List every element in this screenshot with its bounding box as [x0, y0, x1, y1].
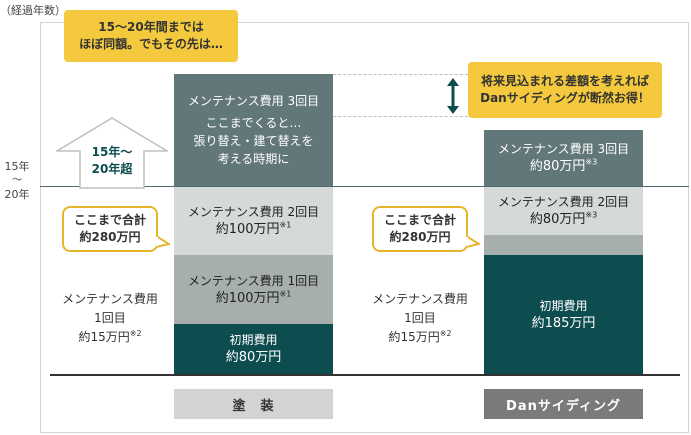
dan-column-label: Danサイディング: [484, 389, 643, 419]
dan-maintenance-2: メンテナンス費用 2回目 約80万円※3: [484, 187, 643, 235]
dan-m3-value: 約80万円: [529, 159, 586, 174]
up-arrow-icon: [56, 117, 168, 189]
paint-side-line1: メンテナンス費用: [62, 292, 158, 306]
paint-m2-title: メンテナンス費用 2回目: [187, 205, 320, 219]
paint-maintenance-2: メンテナンス費用 2回目 約100万円※1: [174, 187, 333, 255]
year-mark-bottom: 20年: [4, 188, 30, 201]
dan-side-text: メンテナンス費用 1回目 約15万円※2: [360, 290, 480, 347]
dan-m3-note: ※3: [585, 157, 598, 167]
paint-m1-value: 約100万円: [215, 290, 280, 306]
diff-guide-bottom: [333, 116, 473, 117]
dan-maintenance-1: [484, 235, 643, 255]
paint-column-label: 塗 装: [174, 389, 333, 419]
dan-bubble-line1: ここまで合計: [383, 213, 456, 227]
up-arrow-label-line1: 15年〜: [91, 145, 133, 159]
dan-initial-title: 初期費用: [539, 298, 588, 313]
dan-bubble-line2: 約280万円: [389, 230, 451, 244]
paint-m2-value: 約100万円: [215, 222, 280, 237]
paint-side-text: メンテナンス費用 1回目 約15万円※2: [50, 290, 170, 347]
callout-same-cost-line1: 15〜20年間までは: [98, 20, 204, 34]
paint-side-line3: 約15万円: [78, 330, 130, 344]
paint-m3-line2: ここまでくると…: [205, 116, 302, 130]
callout-same-cost: 15〜20年間までは ほぼ同額。でもその先は…: [64, 10, 238, 62]
paint-m3-line1: メンテナンス費用 3回目: [187, 94, 320, 108]
dan-side-line2: 1回目: [404, 311, 436, 325]
paint-initial-cost: 初期費用 約80万円: [174, 324, 333, 374]
dan-total-bubble: ここまで合計 約280万円: [372, 206, 468, 252]
up-arrow-label: 15年〜 20年超: [80, 144, 144, 178]
paint-initial-value: 約80万円: [225, 350, 282, 365]
dan-side-line3: 約15万円: [388, 330, 440, 344]
paint-initial-title: 初期費用: [229, 333, 278, 347]
dan-side-line1: メンテナンス費用: [372, 292, 468, 306]
paint-m2-note: ※1: [279, 220, 292, 230]
year-mark-tilde: 〜: [12, 175, 22, 186]
dan-bubble-tail: [466, 236, 480, 249]
callout-savings-line1: 将来見込まれる差額を考えれば: [480, 74, 649, 88]
paint-side-note: ※2: [129, 329, 142, 338]
dan-m2-value: 約80万円: [529, 212, 586, 227]
callout-savings: 将来見込まれる差額を考えれば Danサイディングが断然お得！: [468, 62, 662, 118]
year-threshold-line: [40, 186, 689, 187]
paint-total-bubble: ここまで合計 約280万円: [62, 206, 158, 252]
paint-bubble-line2: 約280万円: [79, 230, 141, 244]
callout-same-cost-line2: ほぼ同額。でもその先は…: [79, 37, 223, 51]
paint-maintenance-3: メンテナンス費用 3回目 ここまでくると… 張り替え・建て替えを 考える時期に: [174, 74, 333, 186]
year-mark-top: 15年: [4, 160, 30, 173]
dan-m2-title: メンテナンス費用 2回目: [497, 195, 630, 209]
callout-savings-line2: Danサイディングが断然お得！: [480, 91, 650, 105]
paint-m1-title: メンテナンス費用 1回目: [187, 273, 320, 288]
axis-unit-label: （経過年数）: [0, 4, 66, 17]
dan-m2-note: ※3: [585, 210, 598, 220]
dan-initial-cost: 初期費用 約185万円: [484, 255, 643, 374]
paint-m3-line4: 考える時期に: [217, 152, 290, 166]
paint-maintenance-1: メンテナンス費用 1回目 約100万円※1: [174, 255, 333, 324]
paint-bubble-line1: ここまで合計: [73, 213, 146, 227]
dan-maintenance-3: メンテナンス費用 3回目 約80万円※3: [484, 130, 643, 186]
double-arrow-icon: [447, 78, 459, 114]
diff-guide-top: [333, 74, 473, 75]
paint-side-line2: 1回目: [94, 311, 126, 325]
dan-side-note: ※2: [439, 329, 452, 338]
paint-bubble-tail: [156, 236, 170, 249]
dan-m3-title: メンテナンス費用 3回目: [497, 142, 630, 156]
paint-m1-note: ※1: [279, 289, 292, 299]
up-arrow-label-line2: 20年超: [91, 162, 133, 176]
dan-initial-value: 約185万円: [531, 315, 596, 331]
baseline: [50, 374, 680, 376]
paint-m3-line3: 張り替え・建て替えを: [193, 134, 314, 148]
